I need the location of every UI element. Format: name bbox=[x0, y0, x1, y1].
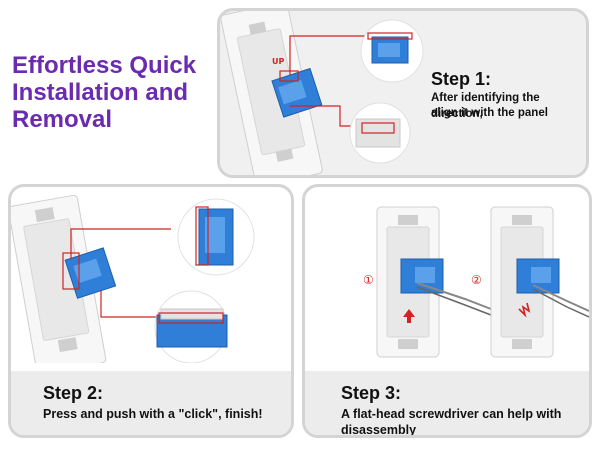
step-3-desc-1: A flat-head screwdriver can help with bbox=[341, 407, 562, 421]
step-2-desc-1: Press and push with a "click", finish! bbox=[43, 407, 263, 421]
step-3-illustration bbox=[376, 206, 589, 358]
step-1-illustration bbox=[220, 11, 424, 175]
step-2-footer bbox=[11, 371, 291, 435]
step-1-desc-1: After identifying the direction, bbox=[431, 92, 540, 120]
headline-line-1: Effortless Quick bbox=[12, 52, 197, 79]
step-3-desc-2: disassembly bbox=[341, 423, 417, 437]
headline-line-2: Installation and bbox=[12, 79, 189, 106]
keystone-jack bbox=[64, 247, 117, 299]
up-marker: UP bbox=[272, 57, 285, 66]
headline: Effortless Quick Installation and Remova… bbox=[12, 52, 217, 133]
step-2-card: Step 2: Press and push with a "click", f… bbox=[8, 184, 294, 438]
step-3-footer bbox=[305, 371, 589, 435]
arrow-up-icon bbox=[403, 309, 415, 323]
burst-icon bbox=[518, 302, 531, 318]
headline-line-3: Removal bbox=[12, 106, 113, 133]
step-3-label-2: ② bbox=[471, 273, 482, 287]
step-1-desc-2: align it with the panel bbox=[431, 107, 548, 119]
step-3-card: ① ② Step 3: A flat-head screwdriver can … bbox=[302, 184, 592, 438]
step-2-title: Step 2: bbox=[43, 383, 104, 403]
step-1-title: Step 1: bbox=[431, 69, 492, 89]
step-3-label-1: ① bbox=[363, 273, 374, 287]
step-2-illustration bbox=[11, 194, 255, 363]
step-3-title: Step 3: bbox=[341, 383, 402, 403]
step-1-card: UP Step 1: After identifying the directi… bbox=[217, 8, 589, 178]
